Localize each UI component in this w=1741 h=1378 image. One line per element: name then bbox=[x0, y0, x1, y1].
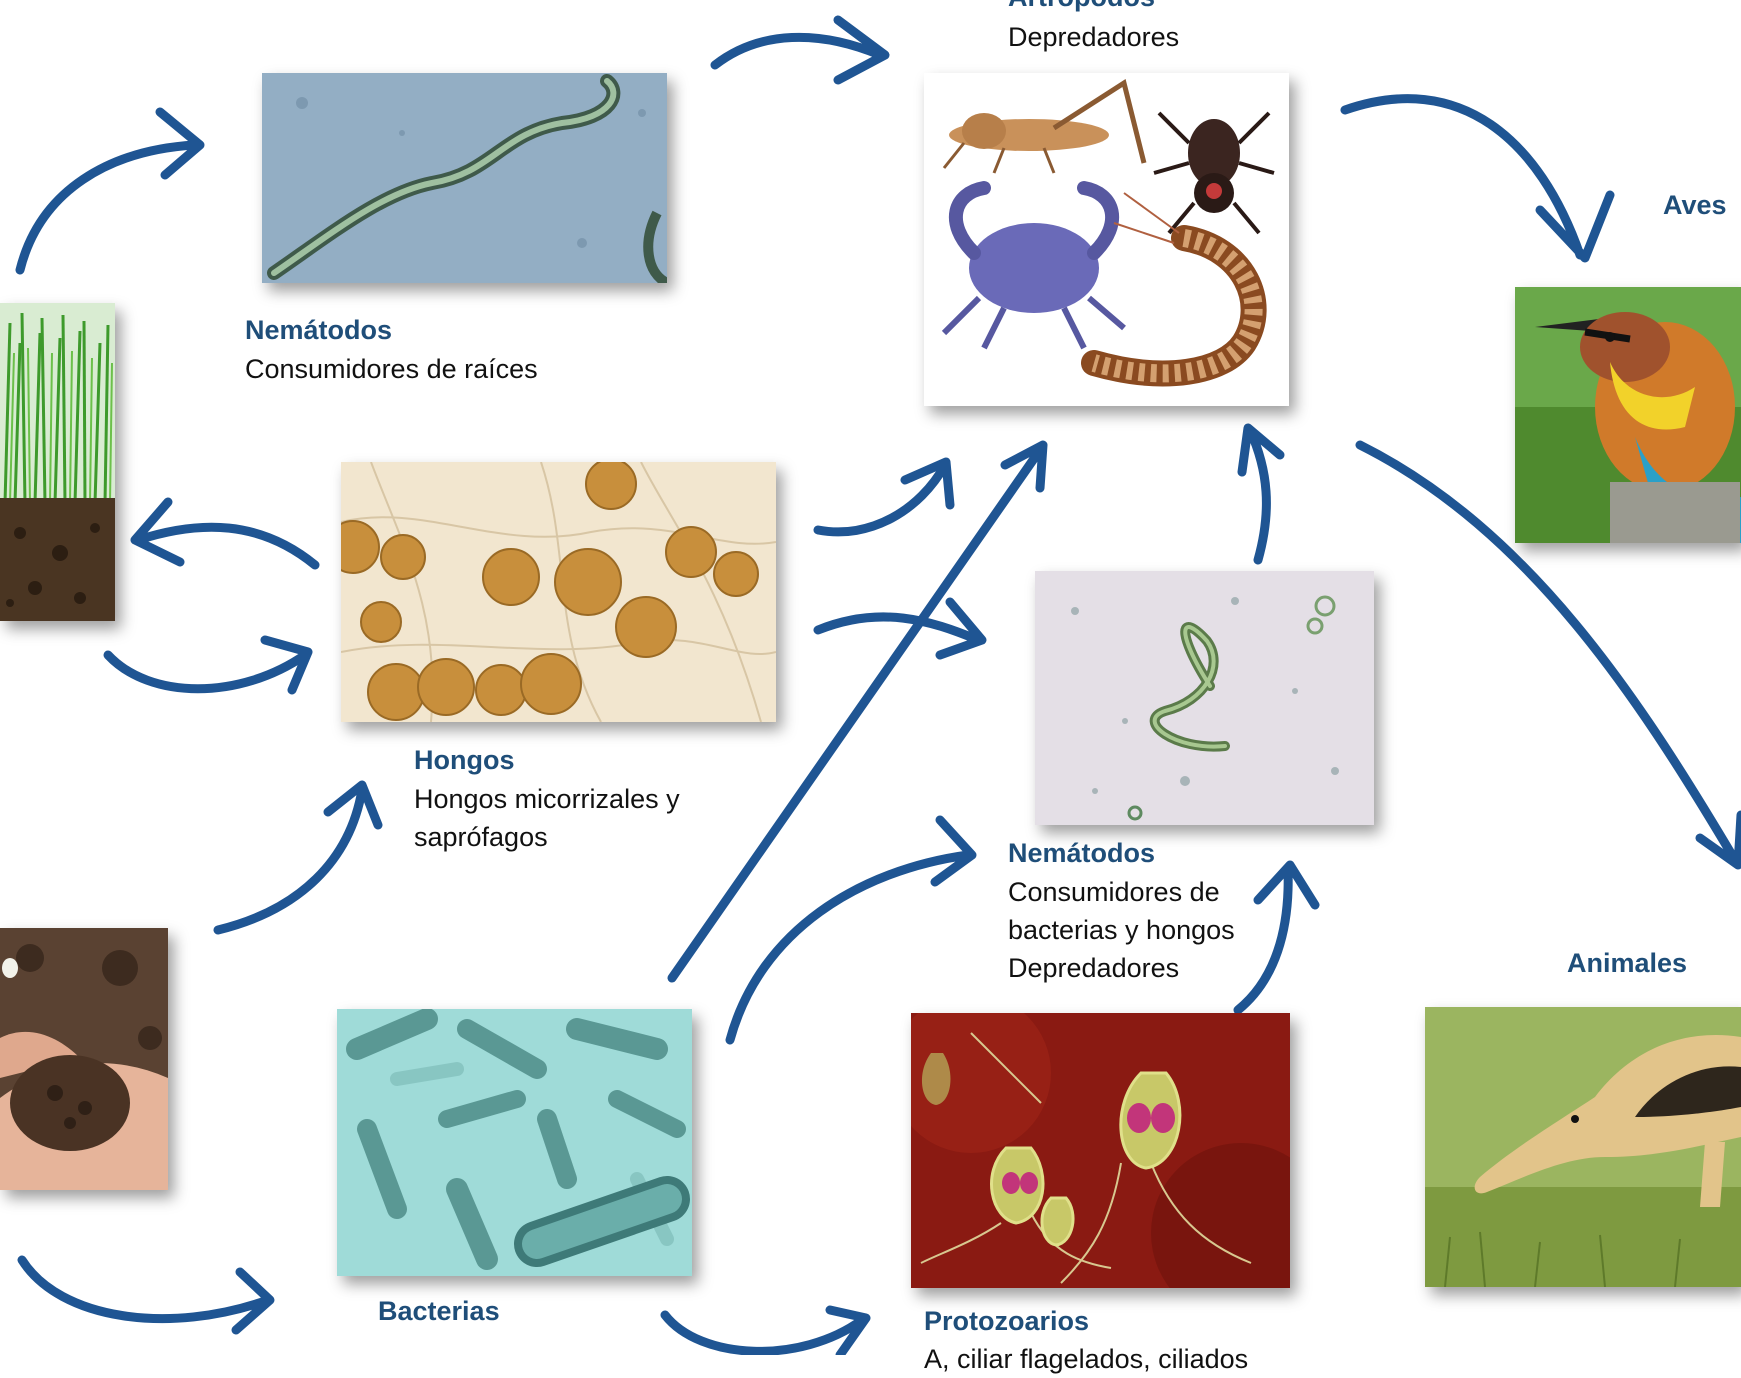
bacterial-nematodes-description-1: Consumidores de bbox=[1008, 873, 1220, 911]
arthropods-photo bbox=[924, 73, 1289, 406]
fungi-title: Hongos bbox=[414, 745, 515, 776]
arrow-fungi-to-arthropods bbox=[818, 462, 950, 532]
animals-photo bbox=[1425, 1007, 1741, 1287]
arrow-protozoa-to-bacterial-nematodes bbox=[1238, 865, 1315, 1010]
bacterial-nematodes-description-2: bacterias y hongos bbox=[1008, 911, 1235, 949]
root-nematodes-title: Nemátodos bbox=[245, 315, 392, 346]
arrow-organic-matter-to-bacteria bbox=[22, 1260, 270, 1330]
arthropods-title: Artrópodos bbox=[1008, 0, 1155, 13]
arrow-bacterial-nematodes-to-arthropods bbox=[1242, 428, 1280, 560]
arrow-arthropods-to-birds bbox=[1345, 99, 1610, 258]
fungi-photo bbox=[341, 462, 776, 722]
plants-photo bbox=[0, 303, 115, 621]
animals-title: Animales bbox=[1567, 948, 1687, 979]
arrow-root-nematodes-to-arthropods bbox=[715, 20, 885, 80]
fungi-description: Hongos micorrizales y saprófagos bbox=[414, 780, 744, 856]
arrow-bacteria-to-bacterial-nematodes bbox=[730, 820, 972, 1040]
bacteria-title: Bacterias bbox=[378, 1296, 500, 1327]
protozoa-description: A, ciliar flagelados, ciliados bbox=[924, 1340, 1248, 1378]
protozoa-photo bbox=[911, 1013, 1290, 1288]
bacterial-nematodes-description-3: Depredadores bbox=[1008, 949, 1179, 987]
arrow-plants-to-fungi bbox=[108, 640, 308, 690]
arrow-plants-to-root-nematodes bbox=[20, 112, 200, 270]
bacteria-photo bbox=[337, 1009, 692, 1276]
arrow-bacteria-to-protozoa bbox=[665, 1310, 866, 1355]
bacterial-nematodes-title: Nemátodos bbox=[1008, 838, 1155, 869]
birds-photo bbox=[1515, 287, 1741, 543]
protozoa-title: Protozoarios bbox=[924, 1306, 1089, 1337]
root-nematode-photo bbox=[262, 73, 667, 283]
organic-matter-photo bbox=[0, 928, 168, 1190]
birds-title: Aves bbox=[1663, 190, 1727, 221]
arrow-fungi-to-plants bbox=[135, 502, 315, 565]
arrow-organic-matter-to-fungi bbox=[218, 785, 378, 930]
root-nematodes-description: Consumidores de raíces bbox=[245, 350, 538, 388]
bacterial-nematode-photo bbox=[1035, 571, 1374, 825]
arthropods-description: Depredadores bbox=[1008, 18, 1179, 56]
